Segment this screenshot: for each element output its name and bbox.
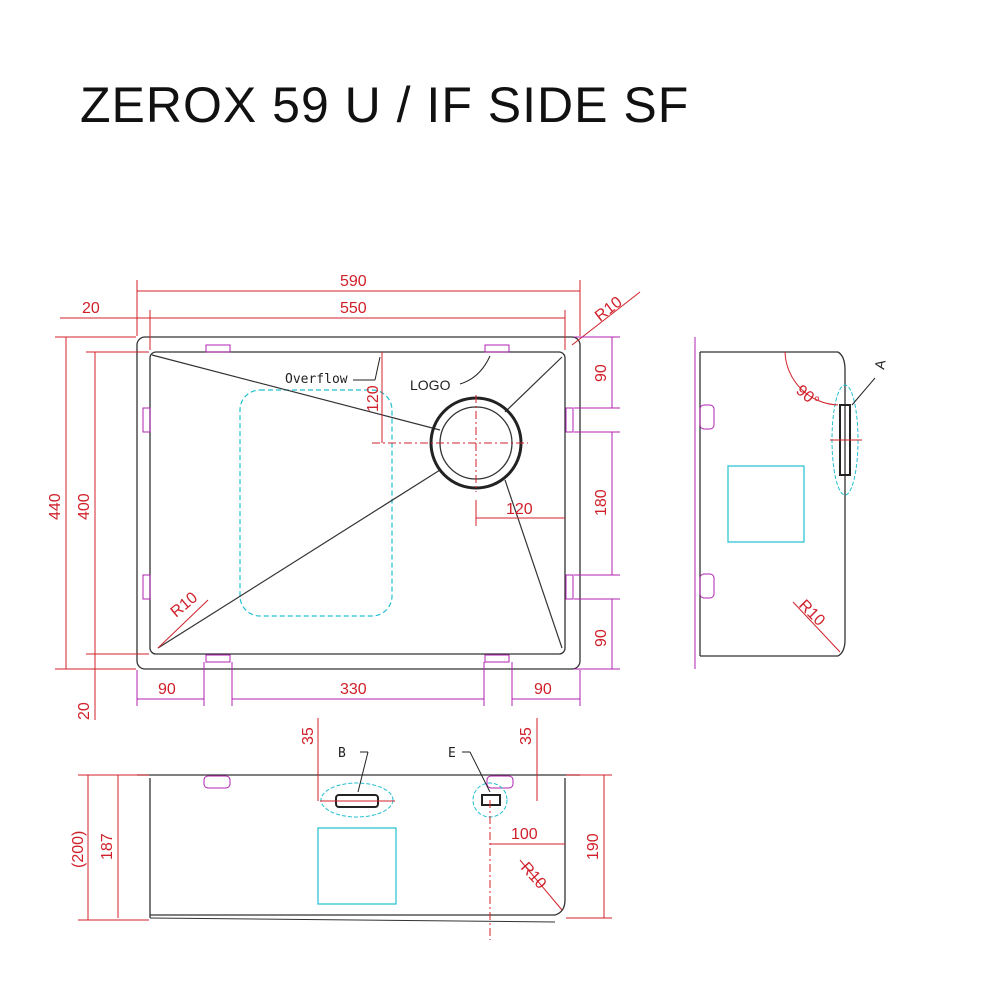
front-view: B E 35 35 100 R10 (200) 187 190 bbox=[70, 718, 612, 940]
mounting-clip bbox=[203, 775, 231, 789]
mounting-clip bbox=[484, 654, 510, 663]
mounting-clip bbox=[484, 344, 510, 353]
dim-b-offset: 35 bbox=[300, 727, 317, 745]
dim-e-horizontal: 100 bbox=[511, 826, 538, 843]
mounting-clip bbox=[565, 574, 574, 600]
label-logo: LOGO bbox=[410, 377, 451, 393]
dim-right-height: 190 bbox=[585, 833, 602, 860]
side-angle: 90° bbox=[792, 382, 821, 411]
dim-clip-mid: 330 bbox=[340, 681, 367, 698]
dim-overflow-offset: 120 bbox=[365, 385, 382, 412]
sink-bowl-outline bbox=[149, 351, 566, 655]
dim-side-bottom: 90 bbox=[593, 629, 610, 647]
mounting-clip bbox=[699, 404, 715, 430]
top-view: 590 550 20 R10 440 400 20 R10 120 120 Ov… bbox=[47, 273, 641, 720]
slope-line bbox=[157, 469, 441, 649]
dim-side-top: 90 bbox=[593, 364, 610, 382]
dim-inner-depth: 400 bbox=[76, 493, 93, 520]
drain-fitting bbox=[481, 794, 501, 806]
sink-outer-outline bbox=[136, 336, 581, 670]
dim-inner-width: 550 bbox=[340, 300, 367, 317]
front-outline bbox=[150, 778, 566, 916]
dim-front-radius: R10 bbox=[517, 859, 549, 892]
dim-drain-offset: 120 bbox=[506, 501, 533, 518]
side-view: 90° A R10 bbox=[694, 337, 889, 669]
dim-radius-inner: R10 bbox=[168, 589, 201, 621]
dim-overall-depth: 440 bbox=[47, 493, 64, 520]
dim-side-mid: 180 bbox=[593, 489, 610, 516]
label-overflow: Overflow bbox=[285, 372, 348, 387]
dim-inner-height: 187 bbox=[99, 833, 116, 860]
mounting-clip bbox=[142, 407, 151, 433]
slope-line bbox=[151, 354, 441, 431]
hidden-basket-outline bbox=[239, 389, 393, 617]
slope-line bbox=[504, 356, 563, 413]
hidden-box bbox=[727, 465, 805, 543]
detail-label-a: A bbox=[871, 358, 888, 371]
mounting-clip bbox=[205, 344, 231, 353]
dim-radius-corner: R10 bbox=[592, 294, 626, 326]
side-radius: R10 bbox=[795, 597, 828, 630]
dim-clip-left: 90 bbox=[158, 681, 176, 698]
drawing-title: ZEROX 59 U / IF SIDE SF bbox=[80, 77, 690, 133]
side-wall-outline bbox=[837, 351, 846, 657]
mounting-clip bbox=[205, 654, 231, 663]
dim-overall-height: (200) bbox=[70, 831, 87, 868]
slope-line bbox=[504, 479, 563, 649]
dim-overall-width: 590 bbox=[340, 273, 367, 290]
dim-flange-left: 20 bbox=[82, 300, 100, 317]
hidden-box bbox=[317, 827, 397, 905]
label-e: E bbox=[448, 746, 456, 761]
dim-e-offset: 35 bbox=[518, 727, 535, 745]
mounting-clip bbox=[565, 407, 574, 433]
mounting-clip bbox=[486, 775, 514, 789]
dim-flange-bottom: 20 bbox=[76, 702, 93, 720]
label-b: B bbox=[338, 746, 346, 761]
detail-circle-b bbox=[320, 782, 394, 818]
mounting-clip bbox=[699, 573, 715, 599]
mounting-clip bbox=[142, 574, 151, 600]
dim-clip-right: 90 bbox=[534, 681, 552, 698]
